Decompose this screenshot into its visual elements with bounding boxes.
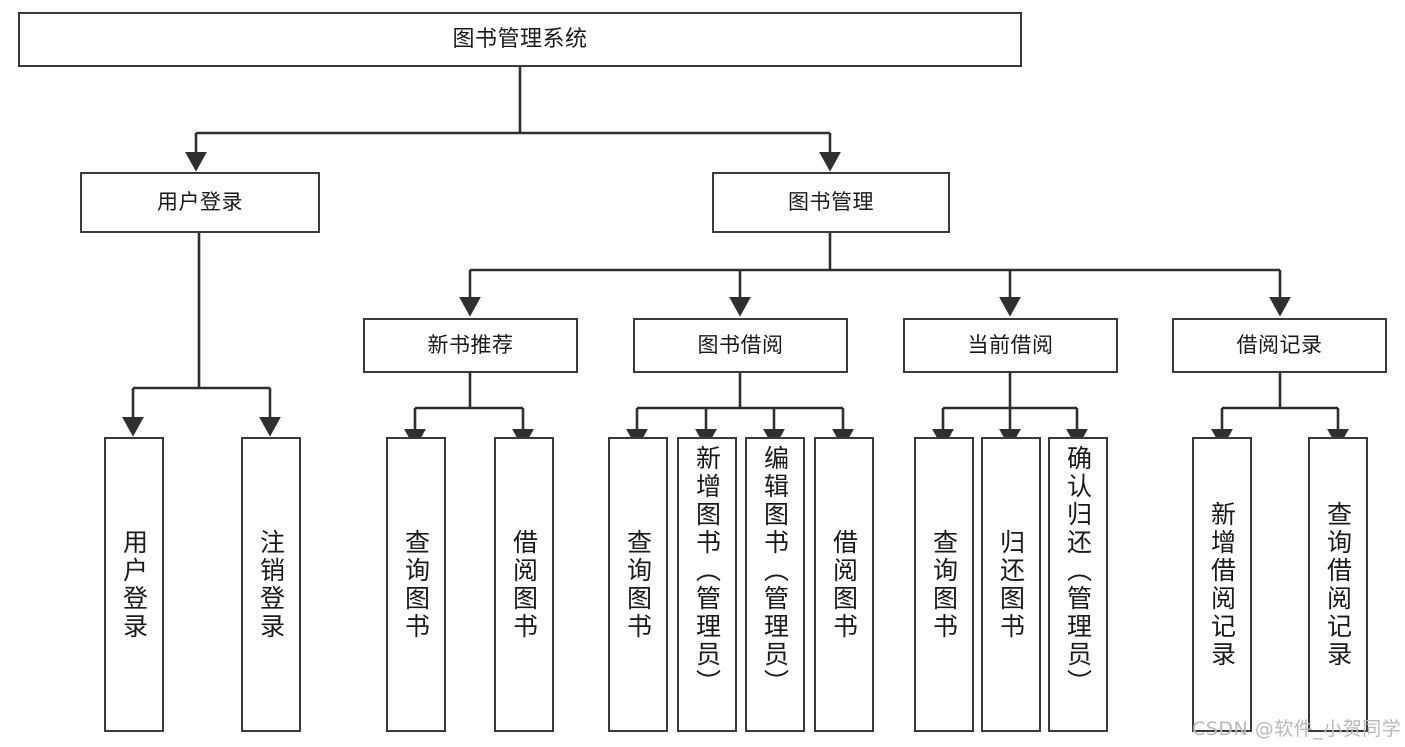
node-leaf-query-book-3-label: 查询图书 [929, 528, 959, 641]
node-leaf-add-book-admin[interactable]: 新增图书（管理员） [677, 437, 737, 732]
node-root-system[interactable]: 图书管理系统 [18, 12, 1022, 67]
node-leaf-query-book-2[interactable]: 查询图书 [608, 437, 668, 732]
node-leaf-query-borrow-record-label: 查询借阅记录 [1323, 500, 1353, 669]
node-new-book-recommend[interactable]: 新书推荐 [363, 318, 578, 373]
node-leaf-confirm-return-admin[interactable]: 确认归还（管理员） [1048, 437, 1108, 732]
node-leaf-return-book[interactable]: 归还图书 [981, 437, 1041, 732]
node-user-login[interactable]: 用户登录 [80, 172, 320, 233]
node-leaf-query-book-1[interactable]: 查询图书 [386, 437, 446, 732]
node-leaf-add-borrow-record-label: 新增借阅记录 [1207, 500, 1237, 669]
node-leaf-logout-login-label: 注销登录 [256, 528, 286, 641]
node-leaf-borrow-book-2[interactable]: 借阅图书 [814, 437, 874, 732]
node-book-management[interactable]: 图书管理 [712, 172, 950, 233]
node-leaf-query-book-2-label: 查询图书 [623, 528, 653, 641]
node-leaf-return-book-label: 归还图书 [996, 528, 1026, 641]
node-current-borrow[interactable]: 当前借阅 [903, 318, 1118, 373]
node-leaf-user-login[interactable]: 用户登录 [104, 437, 164, 732]
node-leaf-add-book-admin-label: 新增图书（管理员） [692, 445, 722, 697]
node-user-login-label: 用户登录 [157, 190, 243, 215]
node-leaf-add-borrow-record[interactable]: 新增借阅记录 [1192, 437, 1252, 732]
node-current-borrow-label: 当前借阅 [967, 333, 1054, 358]
node-leaf-query-book-3[interactable]: 查询图书 [914, 437, 974, 732]
node-leaf-borrow-book-1-label: 借阅图书 [509, 528, 539, 641]
watermark-text: CSDN @软件_小贺同学 [1192, 718, 1402, 740]
node-new-book-recommend-label: 新书推荐 [427, 333, 514, 358]
node-leaf-confirm-return-admin-label: 确认归还（管理员） [1063, 445, 1093, 697]
node-leaf-borrow-book-2-label: 借阅图书 [829, 528, 859, 641]
node-leaf-query-book-1-label: 查询图书 [401, 528, 431, 641]
node-leaf-query-borrow-record[interactable]: 查询借阅记录 [1308, 437, 1368, 732]
node-leaf-edit-book-admin[interactable]: 编辑图书（管理员） [745, 437, 805, 732]
node-leaf-edit-book-admin-label: 编辑图书（管理员） [760, 445, 790, 697]
node-book-borrow-label: 图书借阅 [697, 333, 784, 358]
node-borrow-record-label: 借阅记录 [1236, 333, 1323, 358]
node-book-management-label: 图书管理 [788, 190, 874, 215]
node-book-borrow[interactable]: 图书借阅 [633, 318, 848, 373]
node-borrow-record[interactable]: 借阅记录 [1172, 318, 1387, 373]
node-leaf-borrow-book-1[interactable]: 借阅图书 [494, 437, 554, 732]
node-leaf-user-login-label: 用户登录 [119, 528, 149, 641]
node-leaf-logout-login[interactable]: 注销登录 [241, 437, 301, 732]
node-root-system-label: 图书管理系统 [452, 26, 588, 52]
